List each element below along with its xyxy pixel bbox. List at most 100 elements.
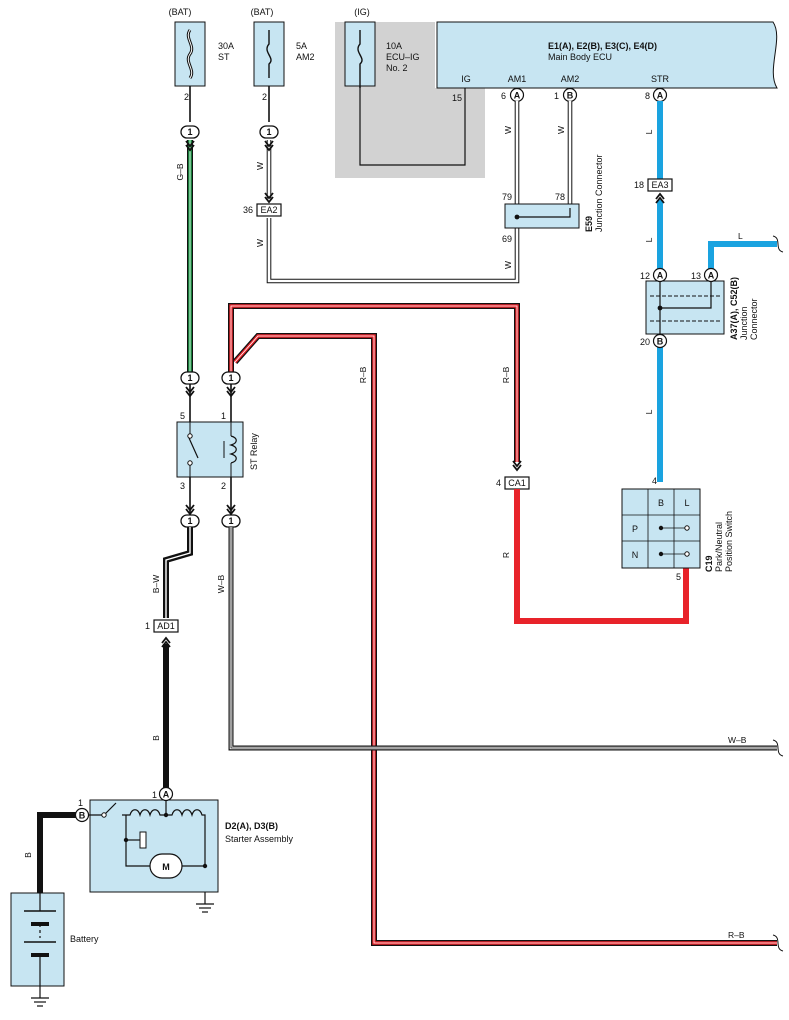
ecu-pin-am2: 1: [554, 91, 559, 101]
ecu-term-str: STR: [651, 74, 670, 84]
starter-motor: M: [162, 862, 170, 872]
ea2-pin: 36: [243, 205, 253, 215]
battery-ground-icon: [31, 986, 49, 1007]
starter-pin-b: 1: [78, 798, 83, 808]
wire-label-w-1: W: [255, 162, 265, 170]
starter-pin-a: 1: [152, 790, 157, 800]
starter-conn-b: B: [79, 811, 86, 821]
a37-conn-a2: A: [708, 271, 715, 281]
fuse-ecu-ig-name2: No. 2: [386, 63, 408, 73]
inline-connector-st: 1: [180, 125, 200, 151]
main-body-ecu: E1(A), E2(B), E3(C), E4(D) Main Body ECU…: [436, 21, 778, 103]
battery-name: Battery: [70, 934, 99, 944]
relay-pin-2: 2: [221, 481, 226, 491]
e59-code: E59: [584, 216, 594, 232]
fuse-ecu-ig-name: ECU–IG: [386, 52, 420, 62]
wire-r: R: [501, 489, 689, 624]
e59-pin-79: 79: [502, 192, 512, 202]
ecu-term-am1: AM1: [508, 74, 527, 84]
a37-name1: Junction: [739, 306, 749, 340]
pn-col-l: L: [684, 498, 689, 508]
inline-connector-am2: 1: [259, 125, 279, 151]
fuse-st-source: (BAT): [169, 7, 192, 17]
connector-ea2: EA2 36: [243, 192, 282, 217]
relay-pin-1: 1: [221, 411, 226, 421]
ca1-pin: 4: [496, 478, 501, 488]
wire-label-rb-1: R–B: [358, 366, 368, 383]
junction-e59: 79 78 69 E59 Junction Connector: [502, 154, 604, 244]
ecu-term-am2: AM2: [561, 74, 580, 84]
ecu-name: Main Body ECU: [548, 52, 612, 62]
starter-assembly: A 1 B 1 M D2(A), D3(B) Starter Assembly: [74, 786, 294, 893]
wire-l: L L L L: [644, 101, 784, 482]
wire-label-w-3: W: [503, 126, 513, 134]
a37-conn-b: B: [657, 337, 664, 347]
park-neutral-switch: B L P N 4 5 C19 Park/Neutral Position Sw…: [621, 476, 734, 582]
inline-connector-relay-5: 1: [180, 371, 200, 397]
fuse-ecu-ig-rating: 10A: [386, 41, 402, 51]
ig-shaded-area-2: [435, 88, 485, 178]
ad1-name: AD1: [157, 621, 175, 631]
wire-label-wb-2: W–B: [728, 735, 747, 745]
connector-ca1: CA1 4: [496, 460, 530, 490]
wire-label-rb-2: R–B: [501, 366, 511, 383]
inline-pin-6: 1: [228, 516, 233, 526]
relay-name: ST Relay: [249, 433, 259, 470]
fuse-st: (BAT) 30A ST 2: [169, 7, 234, 102]
battery: Battery: [10, 892, 99, 987]
ecu-pin-str: 8: [645, 91, 650, 101]
e59-name: Junction Connector: [594, 154, 604, 232]
fuse-am2: (BAT) 5A AM2 2: [251, 7, 315, 102]
fuse-st-rating: 30A: [218, 41, 234, 51]
relay-pin-3: 3: [180, 481, 185, 491]
connector-ea3: EA3 18: [634, 178, 673, 204]
st-relay: 5 1 3 2 ST Relay: [176, 411, 259, 491]
a37-code: A37(A), C52(B): [729, 277, 739, 340]
fuse-am2-rating: 5A: [296, 41, 307, 51]
wire-label-r: R: [501, 552, 511, 558]
ecu-term-ig: IG: [461, 74, 471, 84]
ecu-codes: E1(A), E2(B), E3(C), E4(D): [548, 41, 657, 51]
fuse-st-name: ST: [218, 52, 230, 62]
wire-label-w-2: W: [255, 239, 265, 247]
inline-pin-2: 1: [266, 127, 271, 137]
a37-pin-12: 12: [640, 271, 650, 281]
starter-ground-icon: [196, 892, 214, 913]
pn-name1: Park/Neutral: [714, 522, 724, 572]
starter-codes: D2(A), D3(B): [225, 821, 278, 831]
connector-ad1: AD1 1: [145, 619, 179, 648]
pn-row-n: N: [632, 550, 639, 560]
fuse-st-pin: 2: [184, 92, 189, 102]
pn-code: C19: [704, 555, 714, 572]
pn-name2: Position Switch: [724, 511, 734, 572]
wire-b-w: B–W: [151, 527, 193, 618]
a37-conn-a1: A: [657, 271, 664, 281]
a37-name2: Connector: [749, 298, 759, 340]
fuse-am2-source: (BAT): [251, 7, 274, 17]
wire-label-gb: G–B: [175, 163, 185, 180]
fuse-ecu-ig-source: (IG): [354, 7, 370, 17]
wire-label-l-2: L: [644, 237, 654, 242]
ea2-name: EA2: [260, 205, 277, 215]
ad1-pin: 1: [145, 621, 150, 631]
starter-name: Starter Assembly: [225, 834, 294, 844]
inline-pin-3: 1: [187, 373, 192, 383]
wire-label-b-2: B: [23, 852, 33, 858]
fuse-am2-pin: 2: [262, 92, 267, 102]
wire-label-l-4: L: [644, 409, 654, 414]
ea3-pin: 18: [634, 180, 644, 190]
wire-label-w-5: W: [503, 261, 513, 269]
wire-w-b: W–B W–B: [216, 527, 784, 757]
ca1-name: CA1: [508, 478, 526, 488]
ecu-conn-am2: B: [567, 91, 574, 101]
fuse-am2-name: AM2: [296, 52, 315, 62]
wire-label-l-3: L: [738, 231, 743, 241]
wire-label-b-1: B: [151, 735, 161, 741]
wire-label-bw: B–W: [151, 575, 161, 593]
a37-pin-20: 20: [640, 337, 650, 347]
inline-pin-1: 1: [187, 127, 192, 137]
ecu-pin-ig: 15: [452, 93, 462, 103]
wire-label-rb-3: R–B: [728, 930, 745, 940]
inline-pin-4: 1: [228, 373, 233, 383]
